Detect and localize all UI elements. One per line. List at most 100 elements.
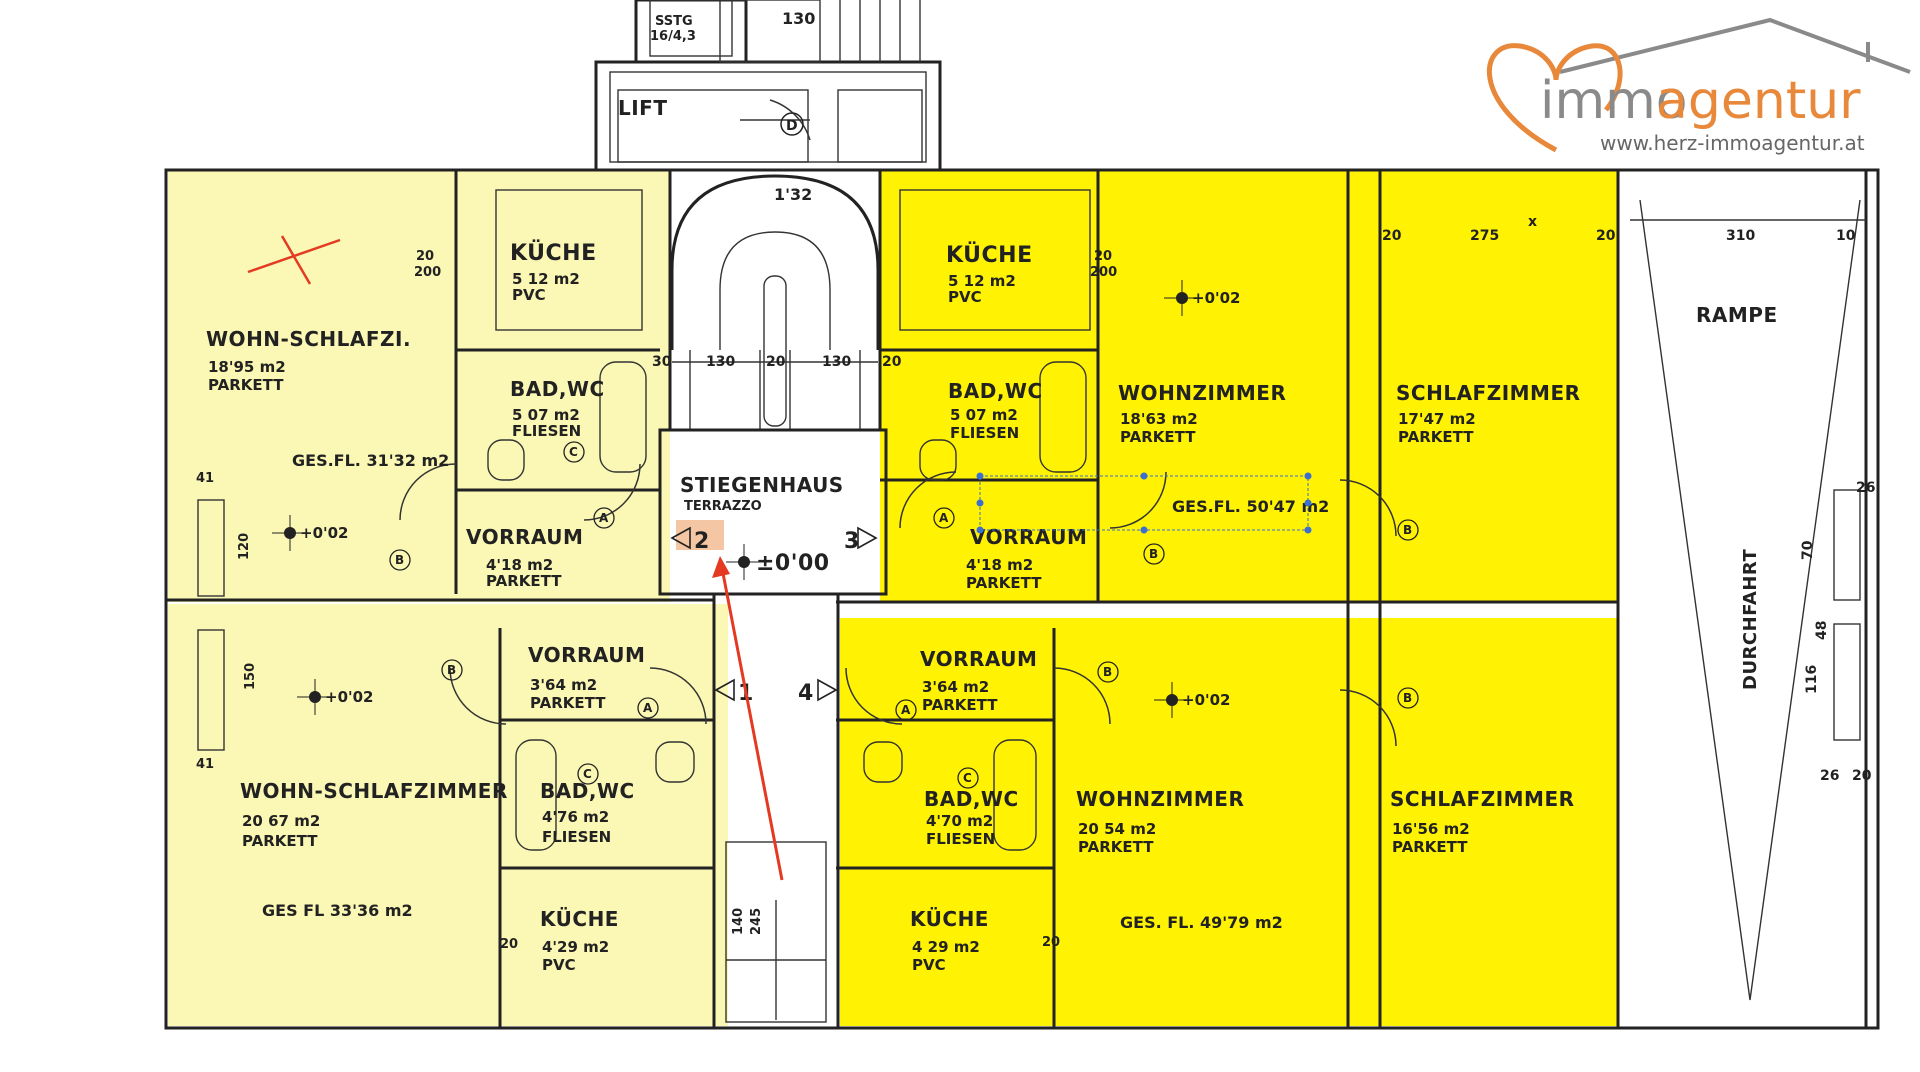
svg-text:4'18 m2: 4'18 m2 bbox=[966, 556, 1033, 574]
svg-text:10: 10 bbox=[1836, 228, 1856, 244]
svg-text:41: 41 bbox=[196, 757, 214, 772]
ramp bbox=[1630, 199, 1866, 1001]
svg-text:26: 26 bbox=[1820, 768, 1839, 784]
tl-total-area: GES.FL. 31'32 m2 bbox=[292, 451, 449, 470]
unit-4-fill bbox=[840, 618, 1618, 1026]
svg-text:310: 310 bbox=[1726, 228, 1755, 244]
svg-text:WOHN-SCHLAFZIMMER: WOHN-SCHLAFZIMMER bbox=[240, 779, 508, 803]
stair-top-sub: 16/4,3 bbox=[650, 29, 696, 44]
red-arrow bbox=[712, 556, 784, 881]
svg-text:20: 20 bbox=[416, 249, 434, 264]
svg-text:116: 116 bbox=[1804, 665, 1820, 694]
svg-text:BAD,WC: BAD,WC bbox=[924, 787, 1019, 811]
svg-text:SCHLAFZIMMER: SCHLAFZIMMER bbox=[1390, 787, 1575, 811]
svg-text:WOHN-SCHLAFZI.: WOHN-SCHLAFZI. bbox=[206, 327, 411, 351]
house-roof-icon bbox=[1559, 17, 1911, 74]
room-bl-wohn: WOHN-SCHLAFZIMMER 20 67 m2 PARKETT bbox=[240, 779, 508, 850]
svg-text:FLIESEN: FLIESEN bbox=[542, 828, 611, 846]
room-tl-bad: BAD,WC 5 07 m2 FLIESEN bbox=[510, 377, 605, 440]
unit-1-triangle bbox=[714, 678, 735, 702]
room-tl-kueche: KÜCHE 5 12 m2 PVC bbox=[510, 240, 597, 304]
svg-text:A: A bbox=[643, 701, 653, 715]
room-br-wohn: WOHNZIMMER 20 54 m2 PARKETT bbox=[1076, 787, 1244, 856]
svg-text:4 29 m2: 4 29 m2 bbox=[912, 938, 980, 956]
svg-text:3'64 m2: 3'64 m2 bbox=[530, 676, 597, 694]
stair-dim-1: 130 bbox=[706, 354, 735, 370]
svg-text:BAD,WC: BAD,WC bbox=[510, 377, 605, 401]
svg-text:FLIESEN: FLIESEN bbox=[950, 424, 1019, 442]
svg-text:KÜCHE: KÜCHE bbox=[946, 242, 1033, 268]
svg-text:VORRAUM: VORRAUM bbox=[466, 525, 583, 549]
room-bl-vorraum: VORRAUM 3'64 m2 PARKETT bbox=[528, 643, 645, 712]
stair-name: STIEGENHAUS bbox=[680, 473, 844, 497]
svg-text:5 07 m2: 5 07 m2 bbox=[950, 406, 1018, 424]
unit-4-triangle bbox=[817, 678, 838, 702]
red-cross-mark bbox=[247, 235, 341, 285]
entrance-dim-1: 245 bbox=[749, 908, 764, 935]
svg-text:B: B bbox=[1103, 665, 1112, 679]
svg-text:48: 48 bbox=[1814, 621, 1830, 640]
level-markers: +0'02 +0'02 +0'02 +0'02 bbox=[272, 280, 1240, 718]
svg-text:FLIESEN: FLIESEN bbox=[926, 830, 995, 848]
svg-text:20 54 m2: 20 54 m2 bbox=[1078, 820, 1156, 838]
svg-text:150: 150 bbox=[243, 663, 258, 690]
dim-130-top: 130 bbox=[782, 9, 815, 28]
unit-1-fill bbox=[168, 170, 670, 602]
door-d-marker bbox=[780, 112, 804, 136]
svg-text:4'18 m2: 4'18 m2 bbox=[486, 556, 553, 574]
svg-text:PVC: PVC bbox=[912, 956, 946, 974]
svg-text:WOHNZIMMER: WOHNZIMMER bbox=[1118, 381, 1286, 405]
unit-3-number: 3 bbox=[844, 529, 860, 554]
svg-text:B: B bbox=[447, 663, 456, 677]
stair-level-132: 1'32 bbox=[774, 185, 812, 204]
svg-text:SCHLAFZIMMER: SCHLAFZIMMER bbox=[1396, 381, 1581, 405]
svg-text:PARKETT: PARKETT bbox=[242, 832, 318, 850]
unit-2-fill-left bbox=[168, 604, 728, 1026]
svg-text:C: C bbox=[963, 771, 972, 785]
room-tr-wohn: WOHNZIMMER 18'63 m2 PARKETT bbox=[1118, 381, 1286, 446]
svg-text:20: 20 bbox=[1042, 935, 1060, 950]
svg-text:B: B bbox=[1403, 691, 1412, 705]
doors bbox=[399, 463, 1397, 747]
logo bbox=[1487, 17, 1911, 153]
stair-top-label: SSTG bbox=[655, 14, 693, 29]
svg-text:+0'02: +0'02 bbox=[325, 688, 373, 706]
svg-text:20: 20 bbox=[1852, 768, 1872, 784]
svg-text:17'47 m2: 17'47 m2 bbox=[1398, 410, 1476, 428]
unit-3-triangle bbox=[857, 526, 878, 550]
svg-text:B: B bbox=[1403, 523, 1412, 537]
svg-text:PARKETT: PARKETT bbox=[530, 694, 606, 712]
bl-total-area: GES FL 33'36 m2 bbox=[262, 901, 413, 920]
svg-text:5 12 m2: 5 12 m2 bbox=[948, 272, 1016, 290]
room-tl-vorraum: VORRAUM 4'18 m2 PARKETT bbox=[466, 525, 583, 590]
svg-text:FLIESEN: FLIESEN bbox=[512, 422, 581, 440]
br-total-area: GES. FL. 49'79 m2 bbox=[1120, 913, 1283, 932]
lift-label: LIFT bbox=[618, 96, 668, 120]
svg-text:KÜCHE: KÜCHE bbox=[510, 240, 597, 266]
svg-text:20: 20 bbox=[1094, 249, 1112, 264]
svg-text:C: C bbox=[569, 445, 578, 459]
svg-text:PARKETT: PARKETT bbox=[486, 572, 562, 590]
svg-text:20 67 m2: 20 67 m2 bbox=[242, 812, 320, 830]
svg-text:18'63 m2: 18'63 m2 bbox=[1120, 410, 1198, 428]
svg-text:70: 70 bbox=[1800, 540, 1816, 560]
stair-dim-3: 130 bbox=[822, 354, 851, 370]
room-tr-kueche: KÜCHE 5 12 m2 PVC bbox=[946, 242, 1033, 306]
heart-icon bbox=[1487, 43, 1623, 153]
staircase bbox=[658, 174, 888, 1030]
svg-text:PARKETT: PARKETT bbox=[1078, 838, 1154, 856]
durchfahrt-label: DURCHFAHRT bbox=[1740, 549, 1761, 690]
door-d-letter: D bbox=[786, 118, 798, 134]
svg-text:PVC: PVC bbox=[542, 956, 576, 974]
svg-text:A: A bbox=[599, 511, 609, 525]
svg-text:3'64 m2: 3'64 m2 bbox=[922, 678, 989, 696]
svg-text:16'56 m2: 16'56 m2 bbox=[1392, 820, 1470, 838]
svg-text:A: A bbox=[939, 511, 949, 525]
svg-text:275: 275 bbox=[1470, 228, 1499, 244]
selection-handles bbox=[976, 472, 1312, 534]
room-tl-wohn: WOHN-SCHLAFZI. 18'95 m2 PARKETT bbox=[206, 327, 411, 394]
svg-text:PVC: PVC bbox=[512, 286, 546, 304]
svg-text:WOHNZIMMER: WOHNZIMMER bbox=[1076, 787, 1244, 811]
svg-text:26: 26 bbox=[1856, 480, 1875, 496]
